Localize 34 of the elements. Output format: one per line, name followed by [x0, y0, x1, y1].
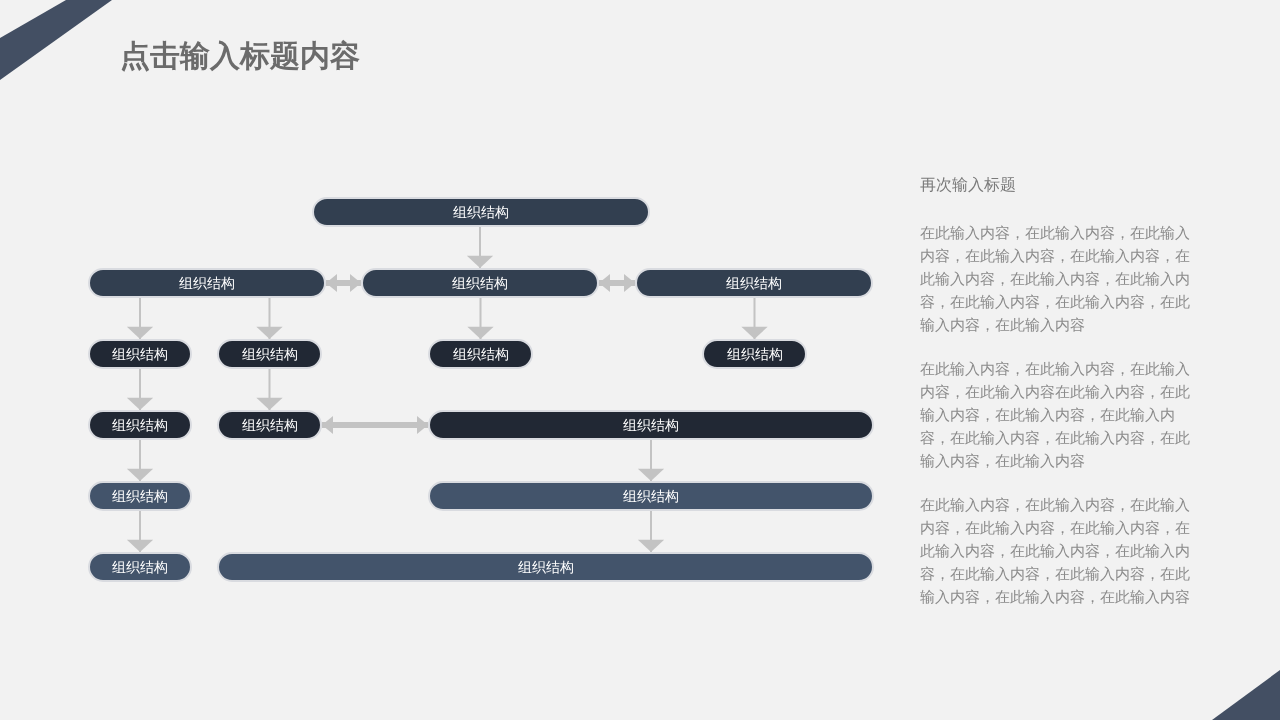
org-box: 组织结构	[635, 268, 873, 298]
org-box: 组织结构	[88, 410, 192, 440]
org-box: 组织结构	[361, 268, 599, 298]
arrow	[466, 226, 494, 269]
double-arrow	[326, 274, 361, 292]
arrow	[467, 297, 494, 340]
paragraph: 在此输入内容，在此输入内容，在此输入内容，在此输入内容，在此输入内容，在此输入内容，在此输入内容，在此输入内容，在此输入内容，在此输入内容，在此输入内容，在此输入内容，在此输入内容	[920, 495, 1191, 608]
paragraph: 在此输入内容，在此输入内容，在此输入内容，在此输入内容，在此输入内容，在此输入内容，在此输入内容，在此输入内容，在此输入内容，在此输入内容，在此输入内容，在此输入内容	[920, 223, 1191, 336]
org-box: 组织结构	[702, 339, 807, 369]
arrow	[126, 368, 154, 411]
arrow	[637, 510, 665, 553]
double-arrow	[599, 274, 635, 292]
subtitle: 再次输入标题	[920, 175, 1016, 196]
double-arrow	[322, 416, 428, 434]
arrow	[126, 510, 154, 553]
org-box: 组织结构	[428, 339, 533, 369]
arrow	[741, 297, 768, 340]
arrow	[126, 297, 154, 340]
arrow	[256, 368, 283, 411]
org-box: 组织结构	[428, 481, 874, 511]
org-box: 组织结构	[88, 552, 192, 582]
org-box: 组织结构	[312, 197, 650, 227]
arrow	[637, 439, 665, 482]
arrow	[126, 439, 154, 482]
org-box: 组织结构	[88, 339, 192, 369]
org-box: 组织结构	[217, 410, 322, 440]
org-box: 组织结构	[217, 552, 874, 582]
title: 点击输入标题内容	[120, 37, 360, 75]
org-box: 组织结构	[217, 339, 322, 369]
arrow	[256, 297, 283, 340]
org-box: 组织结构	[88, 268, 326, 298]
org-box: 组织结构	[428, 410, 874, 440]
org-box: 组织结构	[88, 481, 192, 511]
paragraph: 在此输入内容，在此输入内容，在此输入内容，在此输入内容在此输入内容，在此输入内容，在此输入内容，在此输入内容，在此输入内容，在此输入内容，在此输入内容，在此输入内容	[920, 359, 1191, 472]
